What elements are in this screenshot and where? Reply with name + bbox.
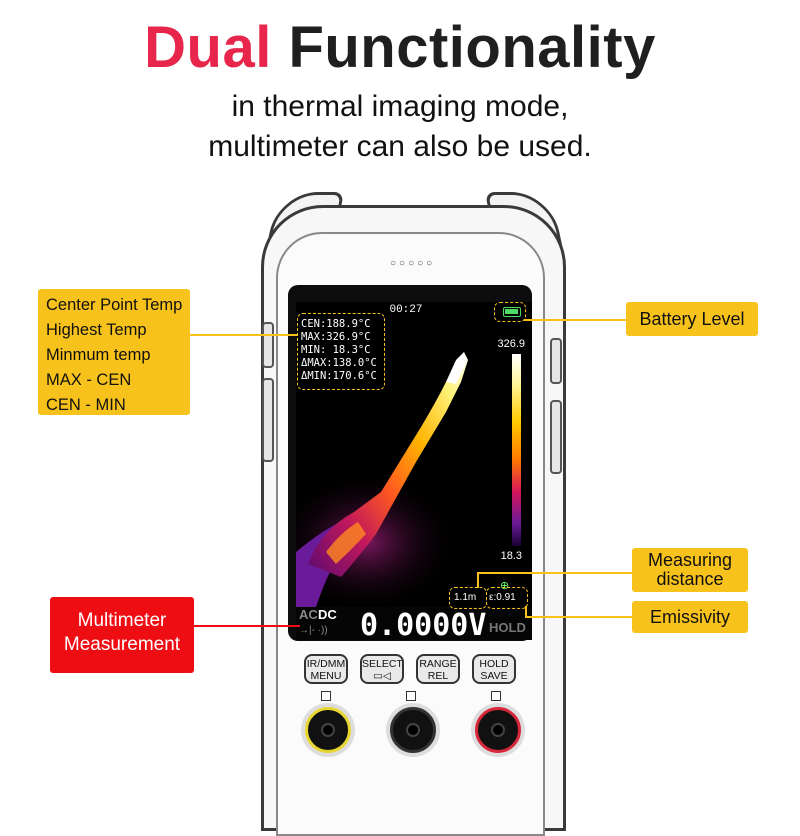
- callout-max-cen: MAX - CEN: [46, 371, 132, 389]
- callout-highest-temp: Highest Temp: [46, 321, 147, 339]
- subtitle-line-2: multimeter can also be used.: [208, 130, 592, 163]
- distance-leader-h: [478, 572, 632, 574]
- diode-continuity-icons: →|- ·)): [299, 625, 328, 636]
- jack-hole-icon: [491, 723, 505, 737]
- stat-delta-max: ΔMAX:138.0°C: [301, 357, 377, 369]
- mode-ac: AC: [299, 607, 318, 622]
- input-jack-red[interactable]: [475, 707, 521, 753]
- side-button-left-2[interactable]: [262, 378, 274, 462]
- hold-label: HOLD: [479, 658, 509, 670]
- range-rel-button[interactable]: RANGE REL: [416, 654, 460, 684]
- temp-stats-leader: [190, 334, 298, 336]
- input-jack-yellow[interactable]: [305, 707, 351, 753]
- hold-save-button[interactable]: HOLD SAVE: [472, 654, 516, 684]
- screen-stats: CEN:188.9°C MAX:326.9°C MIN: 18.3°C ΔMAX…: [301, 318, 377, 383]
- stat-delta-min: ΔMIN:170.6°C: [301, 370, 377, 382]
- screen-clock: 00:27: [389, 304, 423, 316]
- side-button-right-2[interactable]: [550, 400, 562, 474]
- jack-hole-icon: [406, 723, 420, 737]
- thermal-image: [296, 302, 532, 607]
- color-scale-bar: [512, 354, 521, 546]
- callout-min-temp: Minmum temp: [46, 346, 151, 364]
- hold-indicator: HOLD: [489, 620, 526, 635]
- distance-callout-line1: Measuring: [647, 550, 733, 570]
- temp-stats-callout: Center Point Temp Highest Temp Minmum te…: [38, 289, 190, 415]
- callout-cen-min: CEN - MIN: [46, 396, 126, 414]
- speaker-dots: ○○○○○: [390, 258, 436, 269]
- side-button-left-1[interactable]: [262, 322, 274, 368]
- battery-icon: [503, 307, 521, 317]
- jack-marker-center: [406, 691, 416, 701]
- target-icon: ⊕: [500, 580, 510, 592]
- multimeter-callout: Multimeter Measurement: [50, 597, 194, 673]
- stat-cen: CEN:188.9°C: [301, 318, 371, 330]
- multimeter-callout-line2: Measurement: [63, 634, 181, 655]
- emissivity-leader: [526, 616, 632, 618]
- multimeter-callout-line1: Multimeter: [77, 610, 167, 631]
- multimeter-leader: [194, 625, 300, 627]
- headline: Dual Functionality: [0, 14, 800, 81]
- select-button[interactable]: SELECT ▭◁: [360, 654, 404, 684]
- emissivity-highlight: [486, 587, 528, 609]
- stat-max: MAX:326.9°C: [301, 331, 371, 343]
- battery-callout: Battery Level: [626, 302, 758, 336]
- stat-min: MIN: 18.3°C: [301, 344, 371, 356]
- jack-marker-left: [321, 691, 331, 701]
- emissivity-leader-v: [525, 606, 527, 618]
- side-button-right-1[interactable]: [550, 338, 562, 384]
- multimeter-strip: [296, 607, 532, 640]
- voltage-reading: 0.0000V: [360, 608, 487, 640]
- callout-center-temp: Center Point Temp: [46, 296, 183, 314]
- scale-max-label: 326.9: [497, 338, 525, 350]
- battery-fill: [505, 309, 518, 314]
- subtitle-line-1: in thermal imaging mode,: [231, 90, 569, 123]
- rel-label: REL: [427, 670, 449, 682]
- jack-hole-icon: [321, 723, 335, 737]
- input-jack-black[interactable]: [390, 707, 436, 753]
- range-label: RANGE: [419, 658, 457, 670]
- emissivity-callout: Emissivity: [632, 601, 748, 633]
- battery-leader: [524, 319, 626, 321]
- distance-callout-line2: distance: [656, 569, 724, 589]
- stats-highlight: [297, 313, 385, 390]
- emissivity-readout: ε:0.91: [489, 592, 516, 603]
- device-screen: 00:27 CEN:188.9°C MAX:326.9°C MIN: 18.3°…: [296, 302, 532, 640]
- distance-callout: Measuring distance: [632, 548, 748, 592]
- ir-dmm-label: IR/DMM: [306, 658, 346, 670]
- headline-rest: Functionality: [288, 15, 656, 80]
- ir-dmm-menu-button[interactable]: IR/DMM MENU: [304, 654, 348, 684]
- jack-marker-right: [491, 691, 501, 701]
- select-icon-label: ▭◁: [373, 670, 391, 682]
- save-label: SAVE: [480, 670, 508, 682]
- menu-label: MENU: [310, 670, 342, 682]
- headline-accent: Dual: [144, 15, 272, 80]
- scale-min-label: 18.3: [500, 550, 522, 562]
- distance-readout: 1.1m: [454, 592, 477, 603]
- distance-leader-v: [477, 572, 479, 588]
- battery-highlight: [494, 302, 526, 322]
- select-label: SELECT: [362, 658, 403, 670]
- mode-dc: DC: [318, 607, 337, 622]
- distance-highlight: [449, 587, 487, 609]
